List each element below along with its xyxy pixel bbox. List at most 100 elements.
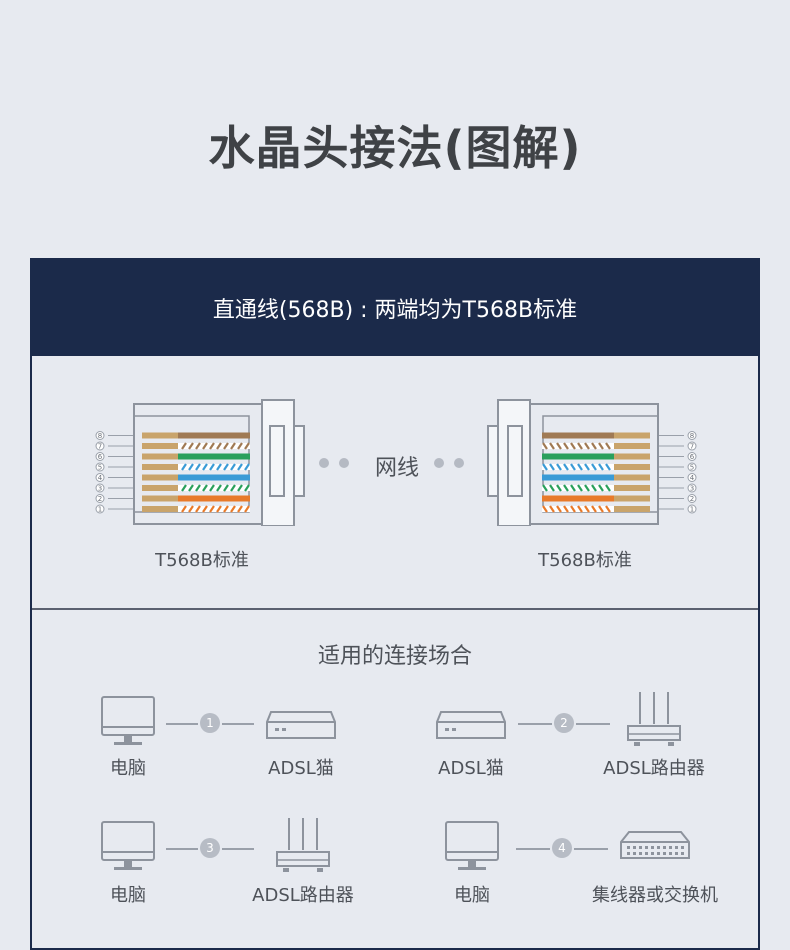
connector-line <box>574 848 608 850</box>
pin-number-badge <box>95 504 105 514</box>
pin-number: 2 <box>98 495 102 503</box>
wire <box>178 506 250 512</box>
wire-stripe <box>584 463 590 471</box>
pin-number-badge <box>95 452 105 461</box>
pin-number: 3 <box>98 485 102 493</box>
wire-stripe <box>188 463 194 471</box>
connector-line <box>166 848 198 850</box>
wire-stripe <box>556 442 562 450</box>
wire-stripe <box>223 505 229 513</box>
section-divider <box>32 608 758 610</box>
wire-stripe <box>591 463 597 471</box>
wire-stripe <box>202 442 208 450</box>
wire-stripe <box>202 463 208 471</box>
pin-number-badge <box>687 504 697 514</box>
wire-stripe <box>237 484 243 492</box>
wire-stripe <box>577 463 583 471</box>
right-standard-label: T568B标准 <box>538 550 632 571</box>
wire-stripe <box>570 505 576 513</box>
cable-label: 网线 <box>374 456 419 481</box>
wire-stripe <box>584 505 590 513</box>
wire-stripe <box>570 463 576 471</box>
pin-number-badge <box>95 494 105 503</box>
device-label: ADSL猫 <box>438 758 504 779</box>
pin-number-badge <box>95 473 105 482</box>
wire-stripe <box>188 484 194 492</box>
wire-stripe <box>549 463 555 471</box>
wire-stripe <box>542 442 548 450</box>
wire-stripe <box>563 505 569 513</box>
wire <box>178 464 250 470</box>
wire-stripe <box>188 505 194 513</box>
wire-stripe <box>591 505 597 513</box>
modem-icon <box>266 711 336 739</box>
cable-dot <box>339 458 349 468</box>
wire-stripe <box>605 505 611 513</box>
wire <box>542 495 614 502</box>
connector-line <box>166 723 198 725</box>
wire-stripe <box>598 463 604 471</box>
monitor-icon <box>445 821 499 870</box>
wire-stripe <box>244 484 250 492</box>
gold-pin <box>142 474 178 481</box>
wire <box>178 432 250 439</box>
wire-stripe <box>591 442 597 450</box>
wire <box>542 474 614 481</box>
gold-pin <box>142 506 178 512</box>
wire-stripe <box>542 463 548 471</box>
connection-number: 3 <box>200 838 220 858</box>
wire <box>178 495 250 502</box>
wire-stripe <box>181 442 187 450</box>
wire-stripe <box>237 463 243 471</box>
wire <box>542 443 614 449</box>
pin-number: 4 <box>690 474 695 482</box>
wire-stripe <box>556 463 562 471</box>
connection-number: 4 <box>552 838 572 858</box>
wire-stripe <box>223 484 229 492</box>
cable-dot <box>319 458 329 468</box>
wire-stripe <box>570 442 576 450</box>
device-label: 电脑 <box>454 885 490 906</box>
pin-number-badge <box>687 452 697 461</box>
device-label: ADSL路由器 <box>252 885 354 906</box>
wire-stripe <box>181 505 187 513</box>
pin-number: 2 <box>690 495 694 503</box>
device-label: 电脑 <box>110 885 146 906</box>
monitor-icon <box>101 821 155 870</box>
pin-number: 5 <box>690 464 694 472</box>
connection-number: 2 <box>554 713 574 733</box>
wire <box>542 464 614 470</box>
wire-stripe <box>542 484 548 492</box>
pin-number-badge <box>95 462 105 472</box>
pin-number-badge <box>687 462 697 472</box>
wire-stripe <box>605 463 611 471</box>
gold-pin <box>614 453 650 460</box>
page-title: 水晶头接法(图解) <box>208 121 582 175</box>
wire-stripe <box>195 442 201 450</box>
gold-pin <box>142 443 178 449</box>
wire-stripe <box>584 442 590 450</box>
wire-stripe <box>598 484 604 492</box>
pin-number: 8 <box>98 432 102 440</box>
wire <box>178 474 250 481</box>
wire-stripe <box>542 505 548 513</box>
pin-number: 1 <box>690 506 694 514</box>
wire-stripe <box>237 442 243 450</box>
wire-stripe <box>230 505 236 513</box>
wire <box>542 485 614 491</box>
wire-stripe <box>570 484 576 492</box>
pin-number: 5 <box>98 464 102 472</box>
pin-number: 8 <box>690 432 694 440</box>
connector-line <box>222 723 254 725</box>
router-icon <box>627 692 681 746</box>
connector-line <box>518 723 552 725</box>
modem-icon <box>436 711 506 739</box>
wire-stripe <box>188 442 194 450</box>
wire-stripe <box>230 484 236 492</box>
wire <box>178 453 250 460</box>
wire <box>542 432 614 439</box>
wire-stripe <box>230 442 236 450</box>
